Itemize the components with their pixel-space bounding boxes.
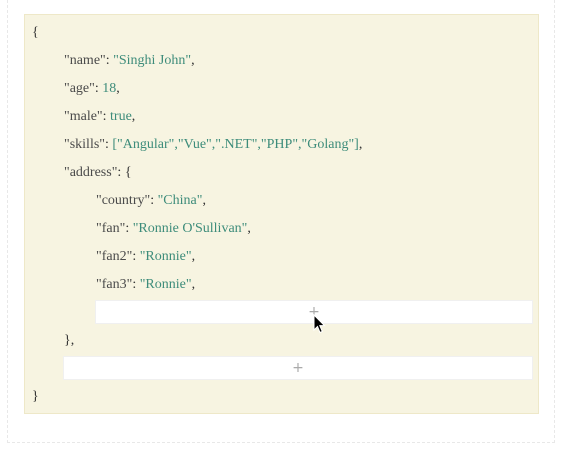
mouse-pointer-icon [313, 314, 326, 334]
json-value[interactable]: "Ronnie" [139, 277, 192, 292]
json-value[interactable]: "Ronnie" [139, 249, 192, 264]
json-value[interactable]: "Singhi John" [113, 53, 192, 68]
json-editor: { "name": "Singhi John", "age": 18, "mal… [24, 14, 539, 414]
json-row-fan2[interactable]: "fan2": "Ronnie", [96, 249, 196, 264]
root-open-brace: { [32, 25, 39, 40]
json-row-name[interactable]: "name": "Singhi John", [64, 53, 195, 68]
root-close-brace: } [32, 389, 39, 404]
plus-icon: + [292, 360, 304, 376]
plus-icon: + [308, 304, 320, 320]
json-key[interactable]: "male" [64, 109, 103, 124]
json-row-male[interactable]: "male": true, [64, 109, 136, 124]
address-close-brace: }, [64, 333, 75, 348]
json-key[interactable]: "name" [64, 53, 106, 68]
json-key[interactable]: "fan" [96, 221, 126, 236]
json-row-skills[interactable]: "skills": ["Angular","Vue",".NET","PHP",… [64, 137, 363, 152]
json-value[interactable]: "China" [157, 193, 203, 208]
json-row-fan[interactable]: "fan": "Ronnie O'Sullivan", [96, 221, 251, 236]
json-key[interactable]: "fan3" [96, 277, 133, 292]
json-value[interactable]: ["Angular","Vue",".NET","PHP","Golang"] [112, 137, 359, 152]
add-root-field-button[interactable]: + [63, 356, 533, 380]
json-key[interactable]: "skills" [64, 137, 105, 152]
json-value[interactable]: "Ronnie O'Sullivan" [132, 221, 248, 236]
json-key[interactable]: "address" [64, 165, 118, 180]
json-value[interactable]: 18 [102, 81, 117, 96]
json-row-country[interactable]: "country": "China", [96, 193, 206, 208]
json-row-age[interactable]: "age": 18, [64, 81, 120, 96]
add-address-field-button[interactable]: + [95, 300, 533, 324]
outer-container [7, 0, 555, 443]
json-row-fan3[interactable]: "fan3": "Ronnie", [96, 277, 196, 292]
json-key[interactable]: "age" [64, 81, 95, 96]
json-key[interactable]: "country" [96, 193, 151, 208]
json-key[interactable]: "fan2" [96, 249, 133, 264]
json-value[interactable]: true [110, 109, 132, 124]
json-row-address[interactable]: "address": { [64, 165, 132, 180]
